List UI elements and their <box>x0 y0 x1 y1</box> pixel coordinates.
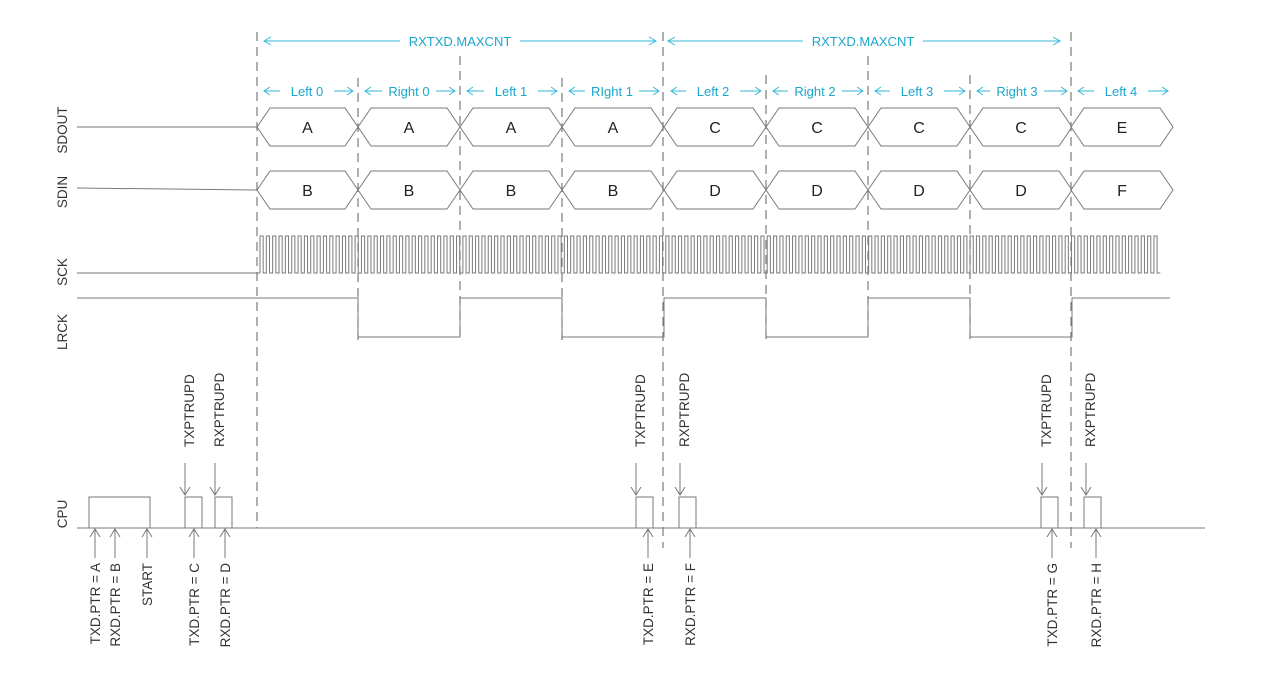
event-below-label: TXD.PTR = E <box>641 563 656 645</box>
sdout-slot-value: C <box>913 120 925 137</box>
frame-label-8: Right 3 <box>976 82 1068 100</box>
lrck-waveform <box>77 297 1170 338</box>
sdout-slot-value: A <box>404 120 415 137</box>
event-below-label: RXD.PTR = H <box>1089 563 1104 647</box>
event-below-label: TXD.PTR = G <box>1045 563 1060 647</box>
frame-label-7: Left 3 <box>874 82 966 100</box>
sdout-slot-value: A <box>506 120 517 137</box>
event-below-3: START <box>140 528 155 606</box>
cpu-start-activity <box>88 496 151 529</box>
frame-label-text: Right 2 <box>794 84 835 99</box>
sdin-slot-value: D <box>811 183 823 200</box>
frame-label-9: Left 4 <box>1077 82 1169 100</box>
event-label-rxptrupd: RXPTRUPD <box>1083 372 1098 447</box>
event-below-label: RXD.PTR = D <box>218 563 233 648</box>
cpu-txptrupd-activity-2 <box>635 496 654 529</box>
cpu-txptrupd-activity-3 <box>1040 496 1059 529</box>
event-above-3: TXPTRUPD <box>630 374 648 496</box>
sdin-slot-value: D <box>709 183 721 200</box>
event-above-1: TXPTRUPD <box>179 374 197 496</box>
event-below-1: TXD.PTR = A <box>88 528 103 644</box>
signal-label-cpu: CPU <box>55 500 70 529</box>
maxcnt-label-2: RXTXD.MAXCNT <box>812 34 915 49</box>
frame-label-text: RIght 1 <box>591 84 633 99</box>
event-above-6: RXPTRUPD <box>1080 372 1098 496</box>
event-above-2: RXPTRUPD <box>209 372 227 496</box>
event-above-5: TXPTRUPD <box>1036 374 1054 496</box>
sdin-slot-9 <box>1070 170 1174 210</box>
event-label-txptrupd: TXPTRUPD <box>182 374 197 447</box>
sdout-slot-value: A <box>302 120 313 137</box>
signal-label-sdout: SDOUT <box>55 106 70 153</box>
sdout-slot-value: E <box>1117 120 1128 137</box>
event-label-rxptrupd: RXPTRUPD <box>677 372 692 447</box>
frame-label-text: Left 0 <box>291 84 324 99</box>
event-below-label: START <box>140 563 155 606</box>
maxcnt-span-2: RXTXD.MAXCNT <box>666 32 1062 50</box>
frame-label-text: Left 4 <box>1105 84 1138 99</box>
sdin-slot-value: B <box>506 183 517 200</box>
sdin-slot-value: F <box>1117 183 1127 200</box>
frame-label-text: Right 0 <box>388 84 429 99</box>
sdin-slot-value: B <box>608 183 619 200</box>
event-above-4: RXPTRUPD <box>674 372 692 496</box>
signal-label-sdin: SDIN <box>55 176 70 208</box>
event-below-label: TXD.PTR = A <box>88 563 103 644</box>
frame-labels: Left 0 Right 0 Left 1 RIght 1 Left 2 Right 2 L… <box>263 82 1169 100</box>
frame-label-3: Left 1 <box>466 82 558 100</box>
events-above: TXPTRUPD RXPTRUPD TXPTRUPD RXPTRUPD TXPTRUPD… <box>179 372 1098 496</box>
frame-label-text: Left 1 <box>495 84 528 99</box>
frame-label-5: Left 2 <box>670 82 762 100</box>
sdin-slot-value: D <box>913 183 925 200</box>
cpu-txptrupd-activity-1 <box>184 496 203 529</box>
frame-label-2: Right 0 <box>364 82 456 100</box>
event-label-rxptrupd: RXPTRUPD <box>212 372 227 447</box>
frame-label-text: Left 3 <box>901 84 934 99</box>
event-below-label: TXD.PTR = C <box>187 563 202 646</box>
event-below-label: RXD.PTR = B <box>108 563 123 647</box>
sck-waveform <box>77 235 1161 274</box>
cpu-rxptrupd-activity-1 <box>214 496 233 529</box>
frame-label-text: Right 3 <box>996 84 1037 99</box>
sdout-slot-value: C <box>1015 120 1027 137</box>
sdin-slot-value: B <box>302 183 313 200</box>
maxcnt-span-1: RXTXD.MAXCNT <box>262 32 658 50</box>
frame-label-4: RIght 1 <box>568 82 660 100</box>
cpu-rxptrupd-activity-3 <box>1083 496 1102 529</box>
frame-label-6: Right 2 <box>772 82 864 100</box>
event-below-9: RXD.PTR = H <box>1089 528 1104 647</box>
cpu-rxptrupd-activity-2 <box>678 496 697 529</box>
sdin-idle-line <box>76 187 258 191</box>
event-below-5: RXD.PTR = D <box>218 528 233 648</box>
event-label-txptrupd: TXPTRUPD <box>633 374 648 447</box>
event-below-4: TXD.PTR = C <box>187 528 202 646</box>
maxcnt-label-1: RXTXD.MAXCNT <box>409 34 512 49</box>
event-below-6: TXD.PTR = E <box>641 528 656 645</box>
sdin-slot-value: D <box>1015 183 1027 200</box>
frame-label-text: Left 2 <box>697 84 730 99</box>
sdout-slot-9 <box>1070 107 1174 147</box>
sdin-slot-value: B <box>404 183 415 200</box>
event-below-7: RXD.PTR = F <box>683 528 698 646</box>
event-below-label: RXD.PTR = F <box>683 563 698 646</box>
events-below: TXD.PTR = A RXD.PTR = B START TXD.PTR = C RX… <box>88 528 1104 648</box>
event-below-2: RXD.PTR = B <box>108 528 123 647</box>
event-label-txptrupd: TXPTRUPD <box>1039 374 1054 447</box>
frame-label-1: Left 0 <box>263 82 354 100</box>
sdout-slot-value: C <box>709 120 721 137</box>
sdout-slot-value: C <box>811 120 823 137</box>
signal-label-lrck: LRCK <box>55 314 70 350</box>
event-below-8: TXD.PTR = G <box>1045 528 1060 647</box>
signal-label-sck: SCK <box>55 258 70 286</box>
sdout-slot-value: A <box>608 120 619 137</box>
